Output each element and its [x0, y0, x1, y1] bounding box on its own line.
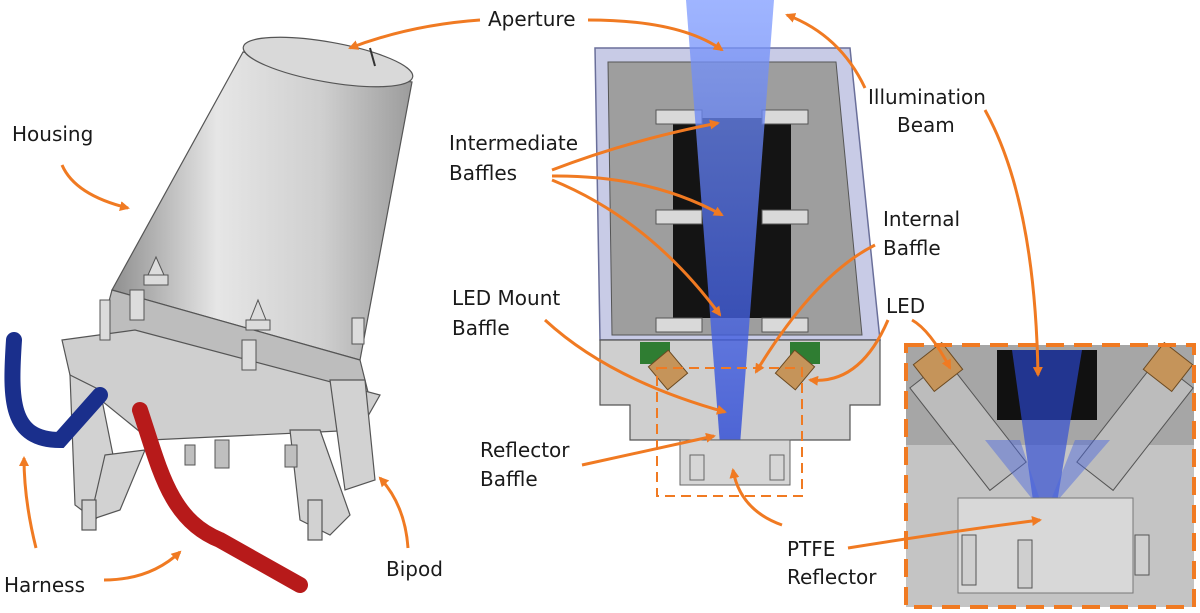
- label-housing: Housing: [12, 122, 93, 146]
- label-internal-line2: Baffle: [883, 236, 941, 260]
- arrow-reflector-baffle: [581, 432, 716, 467]
- label-ptfe-line1: PTFE: [787, 537, 835, 561]
- zoom-source-box: [656, 367, 803, 497]
- labels: Housing Aperture Illumination Beam Inter…: [4, 7, 986, 597]
- arrow-ptfe-inset: [847, 516, 1042, 550]
- mounting-screws: [99, 255, 365, 371]
- label-aperture: Aperture: [488, 7, 576, 31]
- inset-led-left: [912, 341, 964, 393]
- inset-beam-left: [985, 440, 1045, 515]
- label-harness: Harness: [4, 573, 85, 597]
- harness-blue-cable: [4, 332, 108, 449]
- inset-screw-mid: [1017, 539, 1033, 589]
- inset-screw-left: [961, 534, 977, 586]
- arrow-housing: [60, 164, 130, 211]
- label-illumination-line2: Beam: [897, 113, 955, 137]
- connector-pins: [184, 439, 298, 469]
- intermediate-baffle-plates: [655, 109, 809, 333]
- arrow-illumination-top: [785, 13, 867, 89]
- inset-beam: [1012, 350, 1082, 515]
- arrow-bipod: [378, 476, 410, 549]
- arrow-illumination-inset: [983, 109, 1043, 377]
- arrow-led-center: [808, 319, 890, 386]
- inset-zoom-view: [904, 341, 1196, 609]
- arrow-aperture-center: [587, 18, 724, 52]
- label-intermediate-line1: Intermediate: [449, 131, 578, 155]
- led-right: [774, 349, 816, 391]
- inset-led-right: [1142, 341, 1194, 393]
- arrow-intermediate-3: [551, 178, 722, 317]
- aperture-slot: [369, 47, 376, 67]
- label-illumination-line1: Illumination: [868, 85, 986, 109]
- label-intermediate-line2: Baffles: [449, 161, 517, 185]
- cross-section-view: [594, 0, 881, 497]
- illumination-beam-center: [686, 0, 774, 445]
- arrow-harness-left: [19, 456, 38, 549]
- arrow-intermediate-2: [551, 174, 724, 217]
- label-led-mount-line1: LED Mount: [452, 286, 560, 310]
- harness-red-cable: [132, 402, 308, 593]
- arrow-led-mount: [543, 318, 727, 415]
- arrow-internal-baffle: [754, 243, 876, 374]
- arrow-led-inset: [911, 318, 952, 370]
- label-bipod: Bipod: [386, 557, 443, 581]
- label-ptfe-line2: Reflector: [787, 565, 877, 589]
- inset-border: [904, 343, 1196, 609]
- label-led: LED: [886, 294, 925, 318]
- inset-beam-right: [1045, 440, 1110, 515]
- label-internal-line1: Internal: [883, 207, 960, 231]
- inset-lower-mount: [957, 497, 1134, 594]
- arrow-harness-right: [103, 550, 182, 582]
- label-reflector-baffle-line2: Baffle: [480, 467, 538, 491]
- reflector-detail: [679, 439, 791, 486]
- arrow-aperture-left: [348, 18, 481, 50]
- label-reflector-baffle-line1: Reflector: [480, 438, 570, 462]
- callout-arrows: [19, 13, 1043, 582]
- label-led-mount-line2: Baffle: [452, 316, 510, 340]
- arrow-ptfe-center: [729, 468, 783, 527]
- arrow-intermediate-1: [551, 119, 720, 172]
- housing-top-cap: [242, 36, 414, 88]
- external-view: [4, 36, 414, 593]
- inset-screw-right: [1134, 534, 1150, 576]
- led-left: [647, 349, 689, 391]
